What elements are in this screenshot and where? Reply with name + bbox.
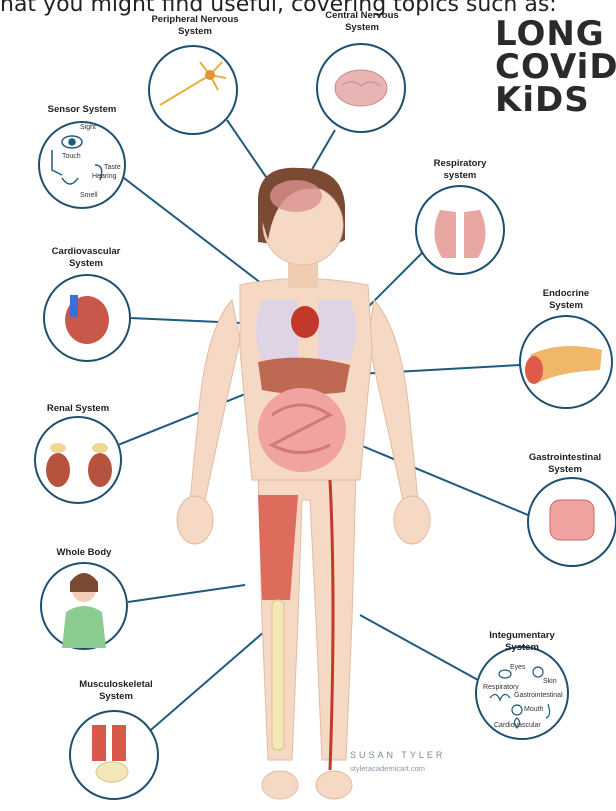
sensor-touch: Touch — [62, 153, 81, 160]
line-gastro — [360, 445, 528, 515]
sensor-hearing: Hearing — [92, 173, 117, 180]
child-figure — [177, 168, 430, 799]
lung-right — [318, 300, 356, 360]
label-gastro: Gastrointestinal System — [514, 452, 616, 476]
sensor-taste: Taste — [104, 164, 121, 171]
label-gastro-line1: Gastrointestinal — [514, 452, 616, 464]
brain-icon — [335, 70, 387, 106]
integ-eyes: Eyes — [510, 664, 526, 671]
label-peripheral-line2: System — [140, 26, 250, 38]
label-musculo: Musculoskeletal System — [66, 679, 166, 703]
integ-gastrointestinal: Gastrointestinal — [514, 692, 563, 699]
label-central-line1: Central Nervous — [314, 10, 410, 22]
heart — [291, 306, 319, 338]
label-central: Central Nervous System — [314, 10, 410, 34]
circle-peripheral — [149, 46, 237, 134]
label-musculo-line1: Musculoskeletal — [66, 679, 166, 691]
line-renal — [118, 390, 255, 445]
integ-mouth: Mouth — [524, 706, 543, 713]
muscle-icon — [92, 725, 106, 761]
circle-respiratory — [416, 186, 504, 274]
knee-icon — [96, 762, 128, 782]
right-arm — [368, 300, 418, 505]
integ-skin: Skin — [543, 678, 557, 685]
label-renal-line1: Renal System — [30, 403, 126, 415]
label-peripheral: Peripheral Nervous System — [140, 14, 250, 38]
left-foot — [262, 771, 298, 799]
left-arm — [190, 300, 240, 505]
label-integumentary-line1: Integumentary — [470, 630, 574, 642]
adrenal-left-icon — [50, 443, 66, 453]
line-integumentary — [360, 615, 478, 680]
brain — [270, 180, 322, 212]
neuron-body-icon — [205, 70, 215, 80]
label-whole-line1: Whole Body — [36, 547, 132, 559]
adrenal-right-icon — [92, 443, 108, 453]
label-musculo-line2: System — [66, 691, 166, 703]
kidney-left-icon — [46, 453, 70, 487]
integ-cardiovascular: Cardiovascular — [494, 722, 541, 729]
right-foot — [316, 771, 352, 799]
label-whole: Whole Body — [36, 547, 132, 559]
label-cardio-line1: Cardiovascular — [36, 246, 136, 258]
integ-respiratory: Respiratory — [483, 684, 519, 691]
lung-left — [256, 300, 298, 360]
label-renal: Renal System — [30, 403, 126, 415]
label-integumentary: Integumentary System — [470, 630, 574, 654]
logo-line3: KiDS — [495, 84, 615, 117]
label-gastro-line2: System — [514, 464, 616, 476]
label-cardio: Cardiovascular System — [36, 246, 136, 270]
artist-website: styleracademicart.com — [350, 764, 425, 773]
child-shirt-icon — [62, 606, 106, 648]
right-hand — [394, 496, 430, 544]
label-peripheral-line1: Peripheral Nervous — [140, 14, 250, 26]
long-covid-kids-logo: LONG COViD KiDS — [495, 18, 615, 117]
sensor-smell: Smell — [80, 192, 98, 199]
vein-icon — [70, 295, 78, 317]
line-whole — [128, 585, 245, 602]
left-hand — [177, 496, 213, 544]
label-respiratory-line1: Respiratory — [412, 158, 508, 170]
label-endocrine-line1: Endocrine — [518, 288, 614, 300]
label-respiratory: Respiratory system — [412, 158, 508, 182]
label-integumentary-line2: System — [470, 642, 574, 654]
muscle2-icon — [112, 725, 126, 761]
sensor-sight: Sight — [80, 124, 96, 131]
label-respiratory-line2: system — [412, 170, 508, 182]
leg-bone — [272, 600, 284, 750]
label-sensor: Sensor System — [34, 104, 130, 116]
duodenum-icon — [525, 356, 543, 384]
label-sensor-line1: Sensor System — [34, 104, 130, 116]
line-sensor — [120, 175, 270, 290]
label-cardio-line2: System — [36, 258, 136, 270]
intestines-icon — [550, 500, 594, 540]
kidney-right-icon — [88, 453, 112, 487]
artist-credit: SUSAN TYLER — [350, 750, 445, 760]
label-endocrine-line2: System — [518, 300, 614, 312]
label-central-line2: System — [314, 22, 410, 34]
label-endocrine: Endocrine System — [518, 288, 614, 312]
